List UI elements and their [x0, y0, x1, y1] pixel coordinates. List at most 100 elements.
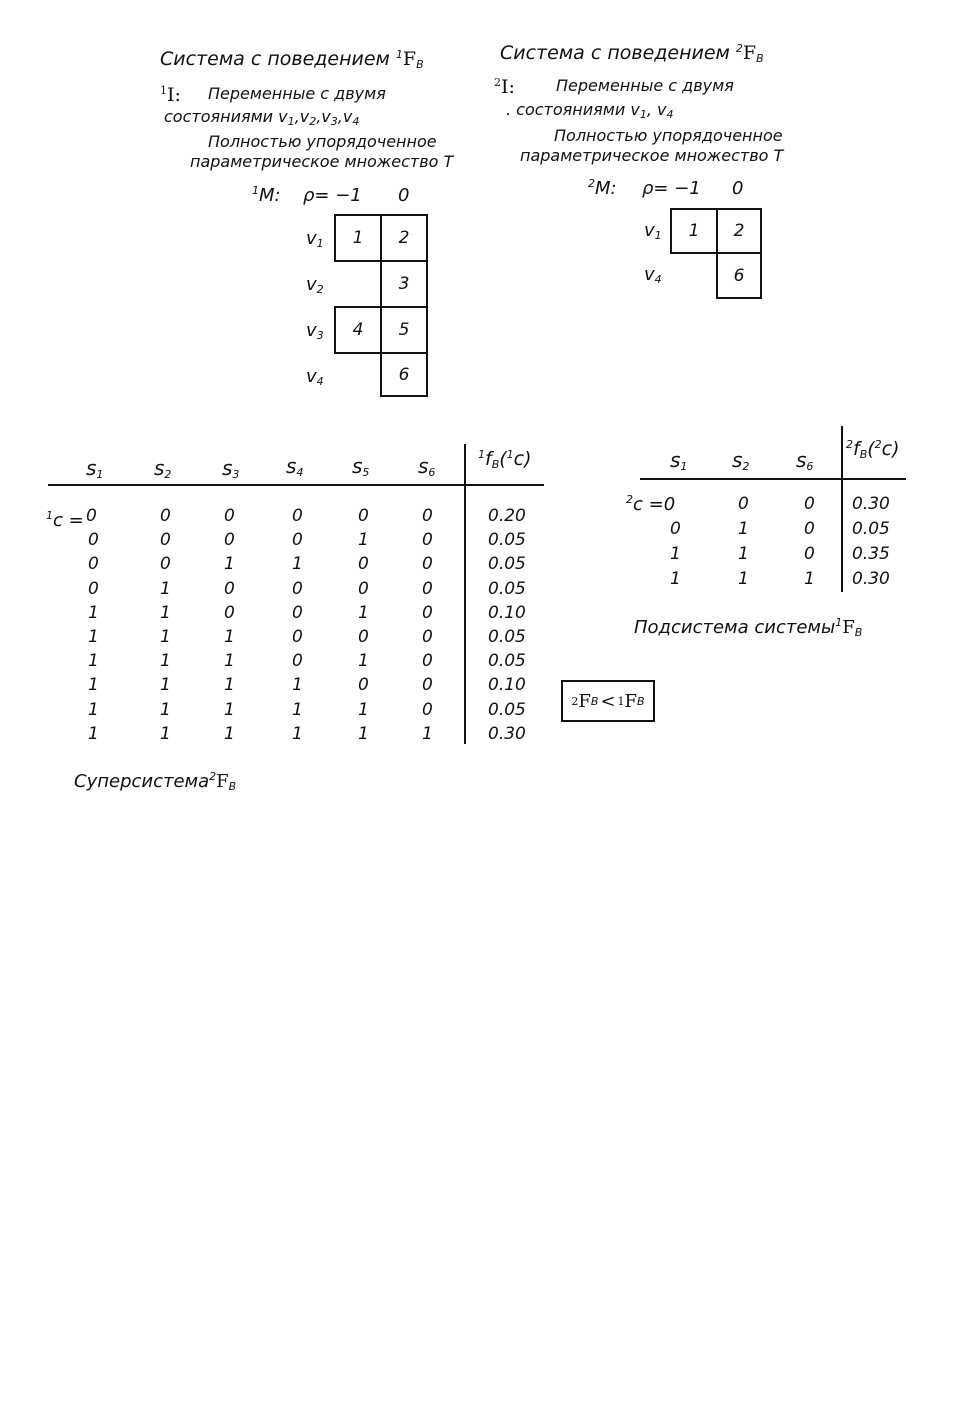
left-col-header: s6 — [418, 454, 436, 479]
left-col-header: s4 — [286, 454, 304, 479]
right-state-cell: 0 — [663, 494, 676, 515]
left-state-cell: 1 — [292, 723, 303, 744]
right-M-label: 2M: — [588, 177, 617, 199]
left-state-cell: 1 — [88, 627, 99, 647]
right-table-header-rule — [640, 478, 906, 480]
right-state-cell: 0 — [804, 494, 815, 514]
left-M-label: 1M: — [252, 184, 281, 206]
left-state-cell: 0 — [422, 602, 433, 623]
left-mask-var-v3: v3 — [306, 320, 324, 342]
left-first-row-label: 1c = — [46, 509, 84, 531]
left-prob-cell: 0.05 — [488, 651, 526, 672]
right-rho-zero: 0 — [732, 178, 744, 199]
right-state-cell: 1 — [670, 544, 681, 564]
left-prob-cell: 0.10 — [488, 675, 526, 696]
right-state-cell: 1 — [738, 544, 749, 564]
left-prob-cell: 0.05 — [488, 554, 526, 575]
left-state-cell: 0 — [224, 506, 235, 526]
left-prob-cell: 0.05 — [488, 530, 526, 551]
right-col-header: s1 — [670, 448, 688, 473]
right-I-label: 2I: — [494, 76, 515, 98]
left-rho-label: ρ= −1 — [303, 185, 362, 206]
left-state-cell: 0 — [422, 578, 433, 599]
left-state-cell: 1 — [292, 699, 303, 720]
left-prob-cell: 0.05 — [488, 627, 526, 647]
right-prob-cell: 0.35 — [852, 544, 890, 564]
right-state-cell: 1 — [738, 569, 749, 589]
right-mask-var-v1: v1 — [644, 220, 662, 242]
right-rho-label: ρ= −1 — [642, 178, 701, 199]
left-state-cell: 1 — [160, 578, 171, 599]
left-mask-cell: 6 — [380, 352, 428, 397]
right-state-cell: 0 — [670, 519, 681, 539]
left-state-cell: 1 — [224, 627, 235, 647]
left-col-header: s1 — [86, 456, 104, 481]
left-state-cell: 0 — [224, 530, 235, 551]
left-state-cell: 0 — [292, 627, 303, 647]
left-state-cell: 1 — [358, 602, 369, 623]
left-prob-cell: 0.10 — [488, 602, 526, 623]
left-state-cell: 0 — [292, 578, 303, 599]
right-table: s1 s2 s6 2fB(2c) 2c =0 0 0 0.30 0 1 0 0.05 1 1 0 0… — [0, 0, 960, 639]
left-state-cell: 0 — [160, 506, 171, 526]
left-state-cell: 0 — [88, 578, 99, 599]
left-prob-cell: 0.30 — [488, 723, 526, 744]
left-prob-cell: 0.05 — [488, 699, 526, 720]
left-col-header: s2 — [154, 456, 172, 481]
left-state-cell: 1 — [224, 675, 235, 696]
right-vars-line2: . состояниями v1, v4 — [506, 100, 674, 121]
right-param-line2: параметрическое множество T — [520, 146, 784, 165]
left-state-cell: 0 — [422, 699, 433, 720]
left-state-cell: 0 — [422, 530, 433, 551]
left-state-cell: 0 — [358, 578, 369, 599]
left-state-cell: 1 — [358, 651, 369, 672]
left-param-line2: параметрическое множество T — [190, 152, 454, 171]
left-state-cell: 1 — [88, 675, 99, 696]
left-state-cell: 1 — [292, 554, 303, 575]
left-state-cell: 0 — [358, 554, 369, 575]
right-mask-cell: 6 — [716, 252, 762, 299]
left-state-cell: 1 — [224, 723, 235, 744]
left-state-cell: 1 — [160, 699, 171, 720]
right-state-cell: 1 — [738, 519, 749, 539]
left-mask-var-v2: v2 — [306, 274, 324, 296]
left-state-cell: 0 — [358, 675, 369, 696]
left-state-cell: 0 — [88, 530, 99, 551]
right-state-cell: 0 — [804, 544, 815, 564]
left-state-cell: 0 — [292, 530, 303, 551]
left-state-cell: 0 — [422, 554, 433, 575]
left-table-caption: Суперсистема2FB — [74, 770, 237, 793]
right-table-caption: Подсистема системы1FB — [634, 616, 863, 639]
left-state-cell: 0 — [292, 602, 303, 623]
left-state-cell: 0 — [292, 506, 303, 526]
left-state-cell: 1 — [160, 723, 171, 744]
left-system-title: Система с поведением 1FB — [160, 48, 424, 71]
left-state-cell: 0 — [224, 602, 235, 623]
left-col-header: s5 — [352, 454, 370, 479]
left-state-cell: 0 — [86, 506, 97, 526]
left-state-cell: 0 — [224, 578, 235, 599]
left-state-cell: 1 — [358, 699, 369, 720]
right-vars-list: v1, v4 — [630, 100, 674, 121]
right-table-vertical-rule — [841, 426, 843, 592]
left-mask-var-v4: v4 — [306, 366, 324, 388]
right-col-header: s2 — [732, 448, 750, 473]
left-state-cell: 0 — [160, 554, 171, 575]
right-prob-header: 2fB(2c) — [846, 438, 900, 461]
left-state-cell: 1 — [160, 675, 171, 696]
left-prob-cell: 0.20 — [488, 506, 526, 526]
left-state-cell: 1 — [224, 651, 235, 672]
left-state-cell: 0 — [422, 651, 433, 672]
right-state-cell: 1 — [804, 569, 815, 589]
left-state-cell: 1 — [358, 723, 369, 744]
left-state-cell: 1 — [88, 651, 99, 672]
left-vars-line1: Переменные с двумя — [208, 84, 386, 103]
left-state-cell: 1 — [88, 723, 99, 744]
right-prob-cell: 0.30 — [852, 494, 890, 514]
left-vars-line2: состояниями v1,v2,v3,v4 — [164, 107, 360, 128]
right-first-row-label: 2c =0 — [626, 493, 676, 515]
left-state-cell: 1 — [422, 723, 433, 744]
left-state-cell: 1 — [160, 627, 171, 647]
